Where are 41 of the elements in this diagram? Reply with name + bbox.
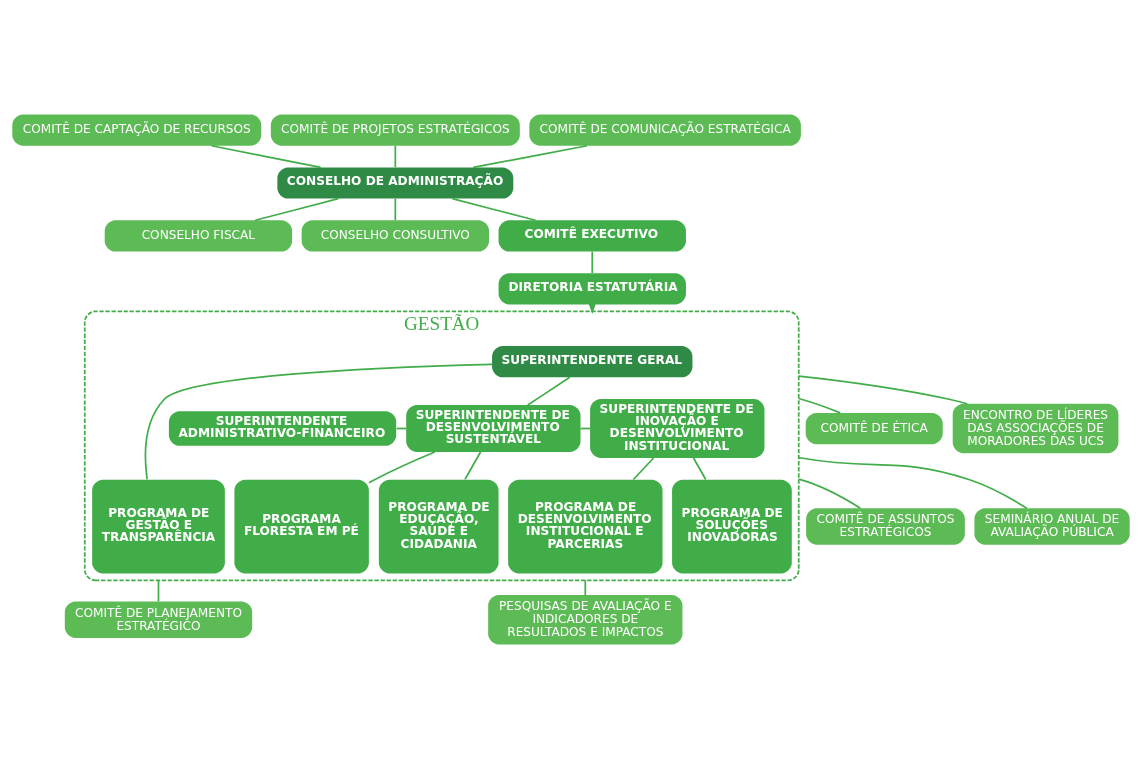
connector: [394, 144, 397, 168]
connector: [210, 144, 322, 168]
node-box: PROGRAMA DE GESTÃO E TRANSPARÊNCIA: [92, 479, 225, 573]
connector: [394, 197, 397, 221]
connector: [451, 197, 537, 221]
node-box: SUPERINTENDENTE ADMINISTRATIVO-FINANCEIRO: [168, 410, 397, 446]
node-box: COMITÊ DE COMUNICAÇÃO ESTRATÉGICA: [529, 113, 801, 146]
connector: [692, 456, 707, 480]
connector: [526, 376, 571, 406]
connector: [157, 578, 160, 602]
connector: [464, 450, 482, 480]
node-box: SUPERINTENDENTE GERAL: [492, 345, 693, 377]
node-box: COMITÊ DE CAPTAÇÃO DE RECURSOS: [12, 113, 262, 146]
connector: [797, 456, 1028, 509]
connector: [254, 197, 340, 221]
node-box: PROGRAMA DE DESENVOLVIMENTO INSTITUCIONAL E PARCERIAS: [508, 479, 663, 573]
node-box: COMITÊ EXECUTIVO: [498, 219, 686, 252]
node-box: CONSELHO DE ADMINISTRAÇÃO: [277, 166, 514, 199]
node-box: PROGRAMA DE SOLUÇÕES INOVADORAS: [672, 479, 792, 573]
node-box: PROGRAMA FLORESTA EM PÉ: [234, 479, 369, 573]
connector: [797, 397, 842, 414]
node-box: SUPERINTENDENTE DE DESENVOLVIMENTO SUSTENTÁVEL: [406, 404, 581, 452]
node-box: CONSELHO CONSULTIVO: [301, 219, 489, 252]
node-box: SEMINÁRIO ANUAL DE AVALIAÇÃO PÚBLICA: [974, 507, 1130, 545]
node-box: COMITÊ DE PROJETOS ESTRATÉGICOS: [270, 113, 520, 146]
node-box: PROGRAMA DE EDUCAÇÃO, SAÚDE E CIDADANIA: [378, 479, 499, 573]
connector: [368, 450, 436, 484]
connector: [797, 477, 862, 509]
node-box: COMITÊ DE ÉTICA: [805, 412, 943, 444]
connector: [584, 578, 587, 596]
node-box: PESQUISAS DE AVALIAÇÃO E INDICADORES DE RESULTADOS E IMPACTOS: [488, 594, 683, 645]
connector: [797, 374, 968, 405]
node-box: SUPERINTENDENTE DE INOVAÇÃO E DESENVOLVIMENTO INSTITUCIONAL: [590, 398, 765, 458]
node-box: COMITÊ DE PLANEJAMENTO ESTRATÉGICO: [64, 601, 253, 638]
connector: [472, 144, 588, 168]
node-box: COMITÊ DE ASSUNTOS ESTRATÉGICOS: [806, 507, 965, 545]
node-box: ENCONTRO DE LÍDERES DAS ASSOCIAÇÕES DE MORADORES DAS UCS: [952, 403, 1119, 453]
connector: [591, 250, 594, 274]
node-box: CONSELHO FISCAL: [104, 219, 293, 252]
connector: [632, 456, 655, 480]
connector: [144, 362, 493, 480]
